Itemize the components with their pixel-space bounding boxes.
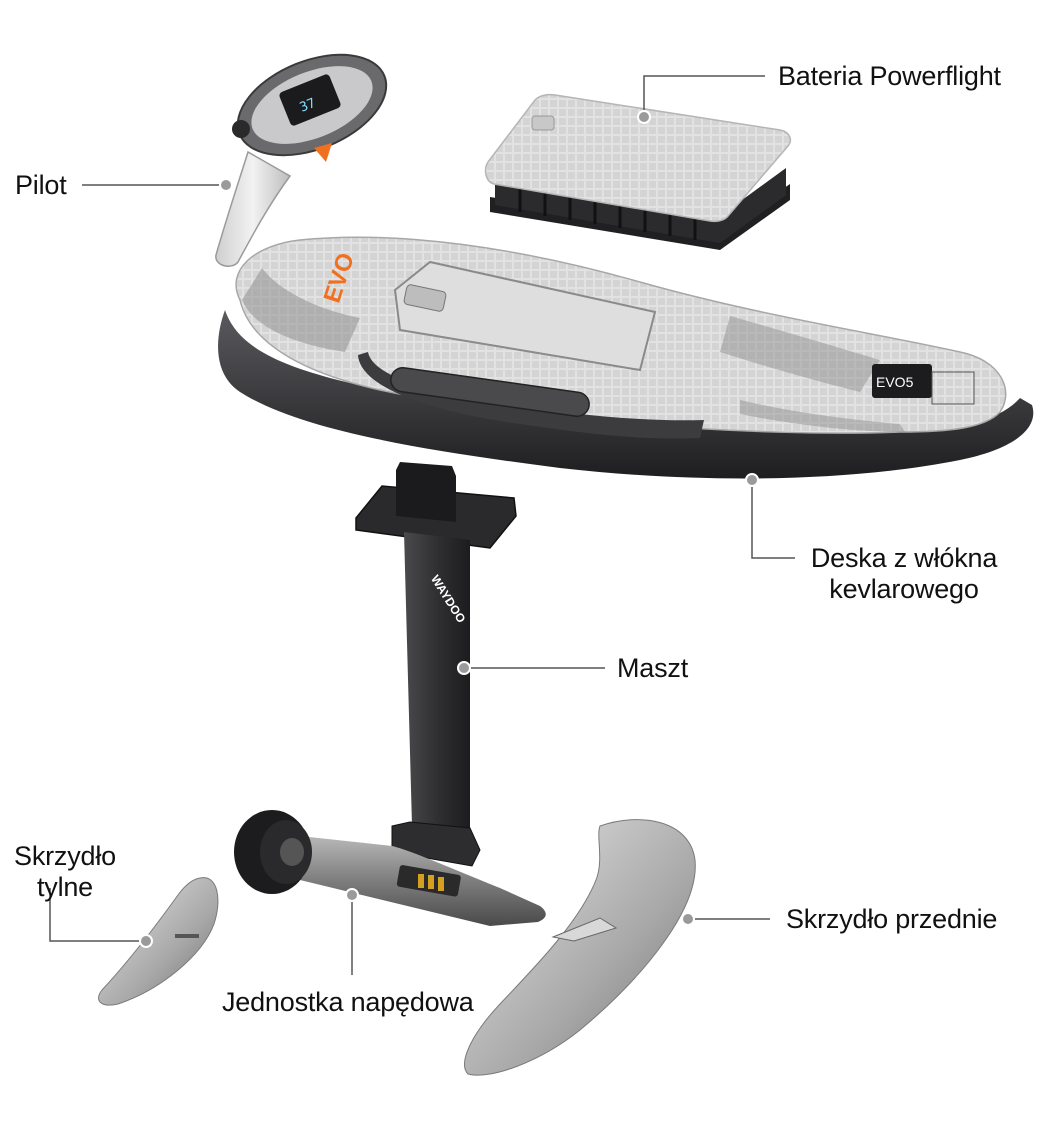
board-illustration: EVO EVO5 <box>218 236 1034 479</box>
callout-dots <box>139 110 759 948</box>
rear-wing-illustration <box>98 877 219 1006</box>
label-rear-wing-line1: Skrzydło <box>14 841 116 871</box>
label-remote: Pilot <box>15 170 67 200</box>
label-board: Deska z włókna kevlarowego <box>804 543 1004 605</box>
svg-text:37: 37 <box>298 96 318 116</box>
label-rear-wing: Skrzydło tylne <box>6 841 124 903</box>
mast-illustration: WAYDOO <box>355 462 517 867</box>
leader-lines <box>49 75 795 975</box>
remote-illustration: 37 <box>215 53 388 267</box>
front-wing-illustration <box>464 819 696 1076</box>
battery-illustration <box>484 93 792 250</box>
label-mast: Maszt <box>617 653 689 683</box>
label-board-line2: kevlarowego <box>829 574 979 604</box>
label-rear-wing-line2: tylne <box>36 872 94 902</box>
board-badge: EVO5 <box>876 374 914 390</box>
drive-unit-illustration <box>234 810 546 926</box>
label-drive-unit: Jednostka napędowa <box>222 987 474 1017</box>
label-battery: Bateria Powerflight <box>778 61 1001 91</box>
label-front-wing: Skrzydło przednie <box>786 904 998 934</box>
label-board-line1: Deska z włókna <box>810 543 998 573</box>
